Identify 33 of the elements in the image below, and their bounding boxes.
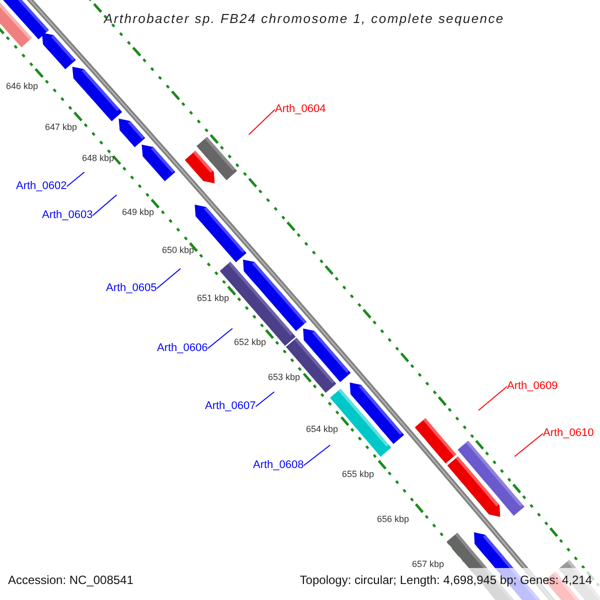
gene-label: Arth_0609 [507,380,558,393]
position-label: 650 kbp [162,245,194,255]
position-label: 653 kbp [268,372,300,382]
leader-line [92,194,118,216]
position-label: 654 kbp [306,424,338,434]
position-label: 655 kbp [342,469,374,479]
title: Arthrobacter sp. FB24 chromosome 1, complete sequence [104,10,504,28]
leader-line [66,172,85,187]
gene-label: Arth_0606 [157,342,208,355]
gene-label: Arth_0610 [543,427,594,440]
position-label: 656 kbp [377,514,410,524]
position-label: 652 kbp [234,337,266,347]
gene-label: Arth_0603 [42,209,93,222]
sequence-info-text: Topology: circular; Length: 4,698,945 bp; Genes: 4,214 [300,573,592,588]
position-label: 648 kbp [82,153,114,163]
gene-label: Arth_0604 [275,103,326,116]
position-label: 651 kbp [197,293,230,303]
gene-label: Arth_0608 [253,459,304,472]
gene-label: Arth_0602 [16,180,67,193]
gene-label: Arth_0607 [205,400,256,413]
accession-text: Accession: NC_008541 [8,573,134,588]
position-label: 646 kbp [6,81,38,91]
position-label: 647 kbp [45,122,78,132]
leader-line [248,109,276,136]
leader-line [156,268,181,289]
position-label: 657 kbp [412,559,444,569]
leader-line [207,328,233,349]
leader-line [514,433,544,458]
leader-line [303,444,331,466]
leader-line [478,386,508,411]
gene-label: Arth_0605 [106,282,157,295]
position-label: 649 kbp [122,207,154,217]
leader-line [255,391,275,407]
